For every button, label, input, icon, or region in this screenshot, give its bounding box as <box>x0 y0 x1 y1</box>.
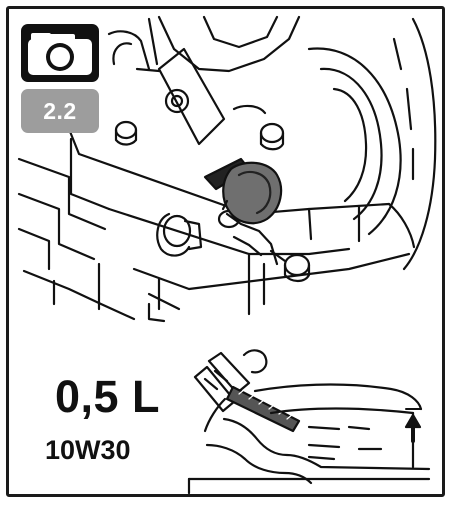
oil-filler-cap <box>203 157 283 225</box>
engine-illustration <box>17 15 437 494</box>
oil-volume-label: 0,5 L <box>55 371 161 422</box>
step-number-badge: 2.2 <box>21 89 99 133</box>
dipstick-drawing <box>187 349 431 494</box>
camera-icon <box>21 24 99 82</box>
step-number: 2.2 <box>43 97 77 124</box>
instruction-panel: 2.2 0,5 L 10W30 <box>6 6 445 497</box>
oil-grade-label: 10W30 <box>45 435 131 465</box>
oil-level-arrow <box>404 408 422 443</box>
